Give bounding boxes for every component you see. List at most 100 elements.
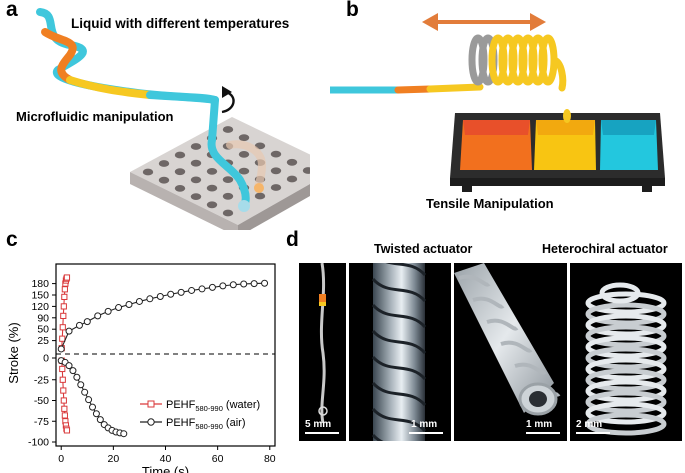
plate-hole xyxy=(206,184,218,192)
plate-hole xyxy=(270,184,282,191)
twist-groove xyxy=(371,381,427,407)
data-point-water xyxy=(59,324,66,331)
y-tick-label: -75 xyxy=(34,416,49,428)
data-point-air xyxy=(69,367,77,375)
data-point-air xyxy=(229,281,237,289)
data-point-air xyxy=(75,321,83,329)
data-point-air xyxy=(240,280,248,288)
data-point-water xyxy=(61,405,68,412)
fiber-strand xyxy=(319,263,326,424)
rotate-arrow-head-icon xyxy=(222,86,232,98)
data-point-water xyxy=(61,412,68,419)
y-tick-label: 25 xyxy=(37,335,49,347)
data-point-water xyxy=(59,365,66,373)
legend-marker-circle xyxy=(147,418,155,426)
data-point-air xyxy=(120,430,128,438)
coil-ring xyxy=(585,313,667,337)
plate-hole xyxy=(222,176,234,184)
twist-groove xyxy=(371,407,427,433)
plate-hole xyxy=(206,168,218,175)
data-point-air xyxy=(188,286,196,294)
data-point-water xyxy=(59,335,66,342)
droplet xyxy=(563,109,571,123)
tensile-double-arrow-icon xyxy=(422,13,546,31)
fiber-marker-yellow xyxy=(319,302,326,306)
y-tick-label: 0 xyxy=(43,353,49,365)
twisted-actuator-title: Twisted actuator xyxy=(374,242,473,256)
coil-ring xyxy=(585,324,667,348)
data-point-water xyxy=(63,427,71,434)
coil-ring xyxy=(585,390,667,414)
coil-ring xyxy=(585,335,667,359)
y-axis-label: Stroke (%) xyxy=(6,322,21,383)
scale-label-1: 5 mm xyxy=(305,419,332,430)
tube-outlet-orange xyxy=(254,183,264,193)
y-tick-label: -50 xyxy=(34,395,49,407)
data-point-air xyxy=(81,388,89,396)
tube-outlet-cyan xyxy=(238,200,250,212)
plate-hole xyxy=(222,209,234,217)
twist-groove xyxy=(371,355,427,381)
coil-ring xyxy=(585,291,667,315)
plate-hole xyxy=(190,159,202,167)
plate-hole xyxy=(174,185,186,192)
twist-groove xyxy=(486,318,519,331)
data-point-air xyxy=(125,301,133,308)
data-point-air xyxy=(135,297,143,305)
twist-groove xyxy=(371,433,384,441)
plate-hole xyxy=(222,192,234,200)
photo-heterochiral-coil: 2 mm xyxy=(570,263,682,441)
photo-twisted-fiber-full: 5 mm xyxy=(299,263,346,441)
plate-hole xyxy=(286,175,298,183)
plate-hole xyxy=(238,134,250,142)
scale-label-2: 1 mm xyxy=(411,419,438,430)
data-point-air xyxy=(65,327,73,335)
data-point-air xyxy=(96,416,104,424)
fiber-marker-orange xyxy=(319,294,326,302)
scale-bar-1 xyxy=(305,432,339,434)
legend-marker-square xyxy=(147,400,155,408)
scale-bar-3 xyxy=(526,432,560,434)
plate-hole xyxy=(222,126,234,133)
panel-b-caption: Tensile Manipulation xyxy=(426,196,554,211)
coil-ring xyxy=(585,302,667,326)
data-point-air xyxy=(83,318,91,326)
photo-fiber-tip: 1 mm xyxy=(454,263,567,441)
plate-hole xyxy=(286,158,298,166)
twist-groove xyxy=(500,340,533,353)
data-point-air xyxy=(115,304,123,312)
plate-hole xyxy=(158,176,170,184)
y-tick-label: 180 xyxy=(31,278,49,290)
series-line xyxy=(60,282,265,350)
data-point-air xyxy=(57,345,65,353)
data-point-air xyxy=(219,282,227,290)
plate-hole xyxy=(174,168,186,176)
panel-a-subtitle: Microfluidic manipulation xyxy=(16,109,174,124)
data-point-air xyxy=(167,290,175,298)
y-tick-label: -25 xyxy=(34,374,49,386)
twist-groove xyxy=(371,303,427,329)
data-point-air xyxy=(198,285,206,293)
data-point-air xyxy=(208,283,216,291)
y-tick-label: 120 xyxy=(31,301,49,313)
x-tick-label: 80 xyxy=(264,453,276,465)
microfluidic-plate xyxy=(130,117,310,230)
scale-label-4: 2 mm xyxy=(576,419,603,430)
plate-hole xyxy=(302,167,310,174)
x-axis-label: Time (s) xyxy=(142,464,189,473)
plate-hole xyxy=(142,168,154,176)
data-point-water xyxy=(60,397,67,404)
plate-hole xyxy=(190,143,202,150)
data-point-air xyxy=(77,381,85,389)
microfluidic-tube xyxy=(36,8,267,210)
plate-hole xyxy=(158,160,170,167)
coil-ring xyxy=(585,412,667,436)
data-point-air xyxy=(250,280,258,288)
data-point-water xyxy=(63,274,71,281)
data-point-air xyxy=(85,396,93,404)
straight-fiber xyxy=(330,83,484,94)
legend-label: PEHF580-990 (air) xyxy=(166,417,245,431)
plate-hole xyxy=(254,192,266,200)
plate-hole xyxy=(270,150,282,158)
